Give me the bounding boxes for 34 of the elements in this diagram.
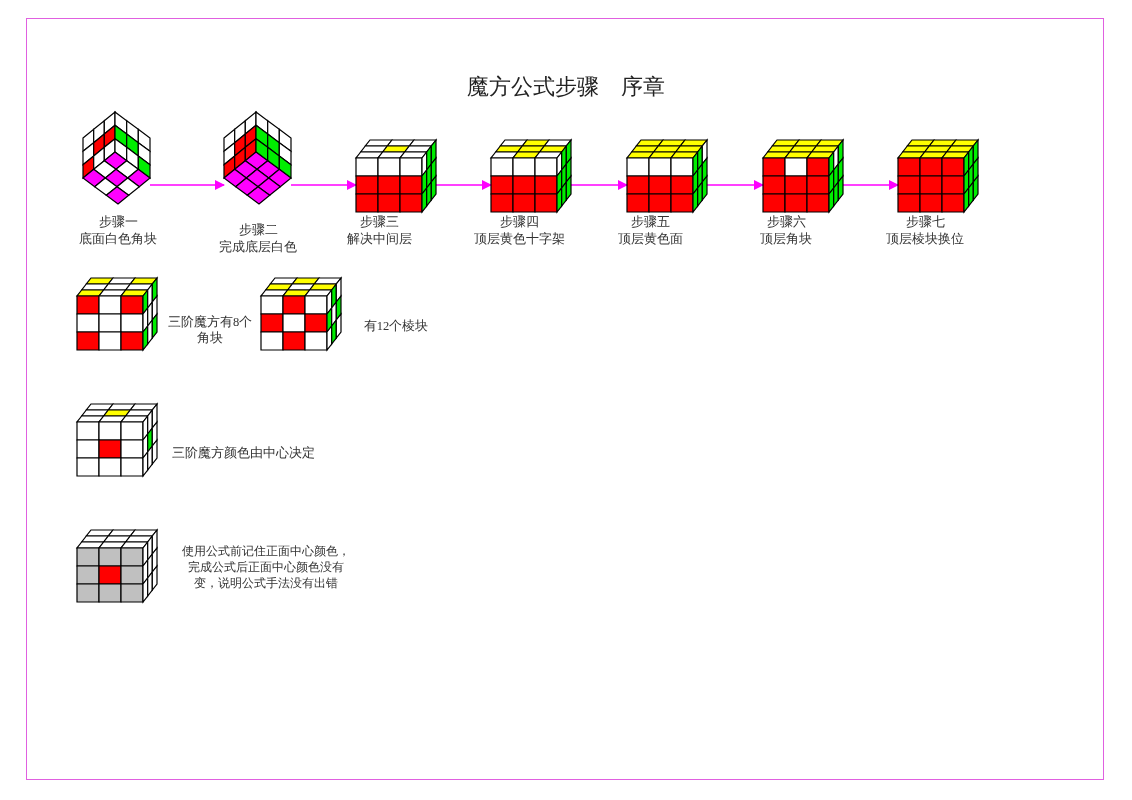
rubiks-cube-drawing: [763, 140, 843, 212]
arrow: [706, 180, 764, 190]
rubiks-cube-drawing: [261, 278, 341, 350]
node-label: 顶层黄色面: [616, 231, 684, 247]
node-label: 使用公式前记住正面中心颜色，完成公式后正面中心颜色没有变，说明公式手法没有出错: [181, 543, 351, 591]
rubiks-cube-drawing: [491, 140, 571, 212]
node-label: 顶层角块: [759, 231, 813, 247]
node-label: 有12个棱块: [362, 318, 430, 334]
node-label: 三阶魔方有8个角块: [166, 314, 254, 346]
node-label: 步骤三: [358, 214, 400, 230]
node-label: 底面白色角块: [78, 231, 158, 247]
node-label: 完成底层白色: [218, 239, 298, 255]
node-label: 步骤四: [498, 214, 540, 230]
rubiks-cube-drawing: [77, 530, 157, 602]
arrow: [570, 180, 628, 190]
node-label: 顶层黄色十字架: [472, 231, 566, 247]
node-label: 步骤七: [904, 214, 946, 230]
node-label: 步骤一: [97, 214, 139, 230]
rubiks-cube-drawing: [356, 140, 436, 212]
node-label: 步骤二: [237, 222, 279, 238]
title: 魔方公式步骤 序章: [466, 73, 666, 101]
node-label: 步骤六: [765, 214, 807, 230]
arrow: [290, 180, 357, 190]
rubiks-cube-drawing: [627, 140, 707, 212]
node-label: 顶层棱块换位: [885, 231, 965, 247]
arrow: [435, 180, 492, 190]
arrow: [842, 180, 899, 190]
arrow: [149, 180, 225, 190]
node-label: 步骤五: [629, 214, 671, 230]
rubiks-cube-drawing: [77, 404, 157, 476]
node-label: 解决中间层: [345, 231, 413, 247]
rubiks-cube-drawing: [898, 140, 978, 212]
rubiks-cube-drawing: [77, 278, 157, 350]
node-label: 三阶魔方颜色由中心决定: [170, 445, 316, 461]
